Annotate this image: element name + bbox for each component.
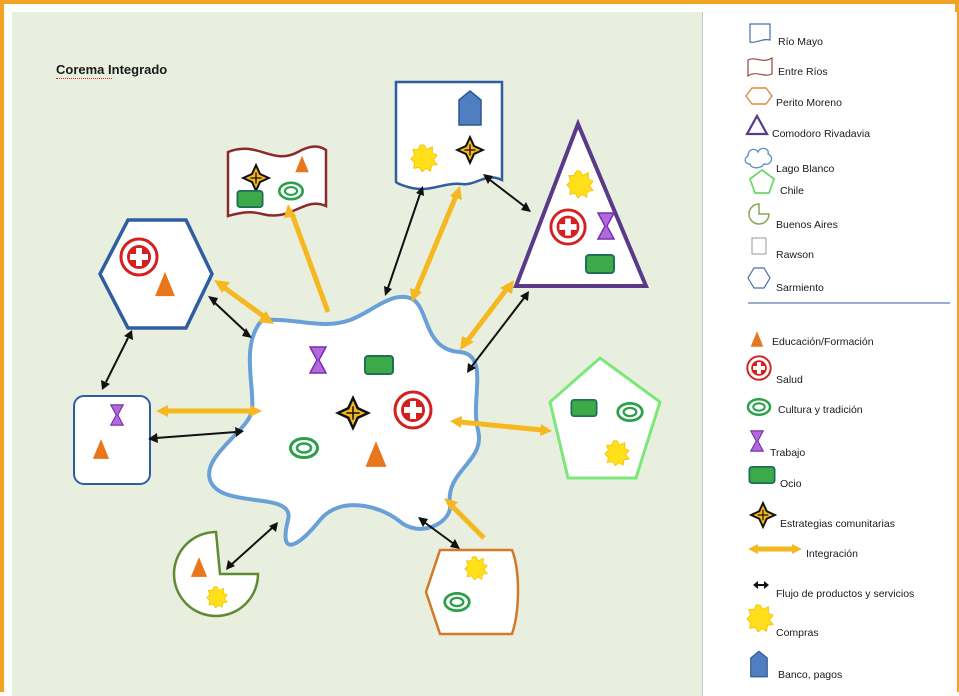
flow-arrow-icon bbox=[753, 581, 769, 589]
rawson-square-icon bbox=[751, 237, 767, 255]
culture-ring-icon bbox=[278, 181, 304, 201]
leisure-rectangle-icon bbox=[570, 399, 598, 417]
comodoro-triangle-icon bbox=[745, 113, 769, 136]
rawson-square bbox=[73, 395, 151, 485]
legend-label-culture: Cultura y tradición bbox=[778, 404, 863, 416]
leisure-rectangle-icon bbox=[585, 254, 615, 274]
legend-label-rio-mayo: Río Mayo bbox=[778, 36, 823, 48]
legend-label-purchases: Compras bbox=[776, 627, 819, 639]
legend-label-perito-moreno: Perito Moreno bbox=[776, 97, 842, 109]
health-cross-icon bbox=[746, 355, 772, 381]
buenos-aires-pie-icon bbox=[748, 203, 770, 225]
perito-moreno-octagon bbox=[424, 548, 520, 636]
diagram-title: Corema Integrado bbox=[56, 62, 168, 79]
legend-label-bank: Banco, pagos bbox=[778, 669, 843, 681]
legend-service-icons bbox=[746, 331, 802, 678]
legend-label-education: Educación/Formación bbox=[772, 336, 874, 348]
integration-arrows bbox=[156, 186, 552, 540]
chile-pentagon bbox=[548, 356, 662, 480]
legend-label-community-strategies: Estrategias comunitarias bbox=[780, 518, 895, 530]
legend-label-leisure: Ocio bbox=[780, 478, 802, 490]
sarmiento-hexagon bbox=[98, 218, 214, 330]
legend-label-chile: Chile bbox=[780, 185, 804, 197]
legend-label-rawson: Rawson bbox=[776, 249, 814, 261]
chile-pentagon-icon bbox=[748, 168, 776, 194]
leisure-rectangle-icon bbox=[364, 355, 394, 375]
legend-label-health: Salud bbox=[776, 374, 803, 386]
integration-arrow-icon bbox=[748, 544, 802, 554]
legend-label-product-flow: Flujo de productos y servicios bbox=[776, 588, 915, 600]
buenos-aires-pie bbox=[172, 530, 260, 618]
legend-label-integration: Integración bbox=[806, 548, 858, 560]
legend-label-sarmiento: Sarmiento bbox=[776, 282, 824, 294]
leisure-rectangle-icon bbox=[748, 466, 776, 484]
lago-blanco-cloud-icon bbox=[744, 147, 773, 169]
legend-label-lago-blanco: Lago Blanco bbox=[776, 163, 835, 175]
rio-mayo-shape-icon bbox=[749, 23, 771, 44]
entre-rios-flag-icon bbox=[747, 56, 773, 78]
lago-blanco-region bbox=[207, 294, 482, 547]
health-cross-icon bbox=[393, 390, 433, 430]
education-triangle-icon bbox=[750, 331, 764, 347]
sarmiento-hexagon-icon bbox=[747, 267, 771, 289]
perito-moreno-octagon-icon bbox=[745, 87, 773, 105]
flow-arrows bbox=[101, 174, 531, 570]
rio-mayo-shape bbox=[394, 80, 504, 191]
health-cross-icon bbox=[549, 208, 587, 246]
comodoro-rivadavia-triangle bbox=[513, 118, 650, 288]
work-hourglass-icon bbox=[750, 430, 764, 452]
culture-ring-icon bbox=[746, 398, 772, 416]
legend-place-icons bbox=[744, 23, 950, 304]
purchases-sun-icon bbox=[746, 604, 774, 632]
legend-label-entre-rios: Entre Ríos bbox=[778, 66, 828, 78]
legend-label-buenos-aires: Buenos Aires bbox=[776, 219, 838, 231]
culture-ring-icon bbox=[289, 437, 319, 459]
bank-house-icon bbox=[750, 650, 768, 678]
culture-ring-icon bbox=[616, 402, 644, 422]
health-cross-icon bbox=[119, 237, 159, 277]
leisure-rectangle-icon bbox=[236, 190, 264, 208]
legend-label-comodoro-rivadavia: Comodoro Rivadavia bbox=[772, 128, 871, 140]
community-star-icon bbox=[748, 500, 778, 530]
culture-ring-icon bbox=[443, 592, 471, 612]
legend-panel bbox=[702, 12, 957, 696]
legend-label-work: Trabajo bbox=[770, 447, 806, 459]
